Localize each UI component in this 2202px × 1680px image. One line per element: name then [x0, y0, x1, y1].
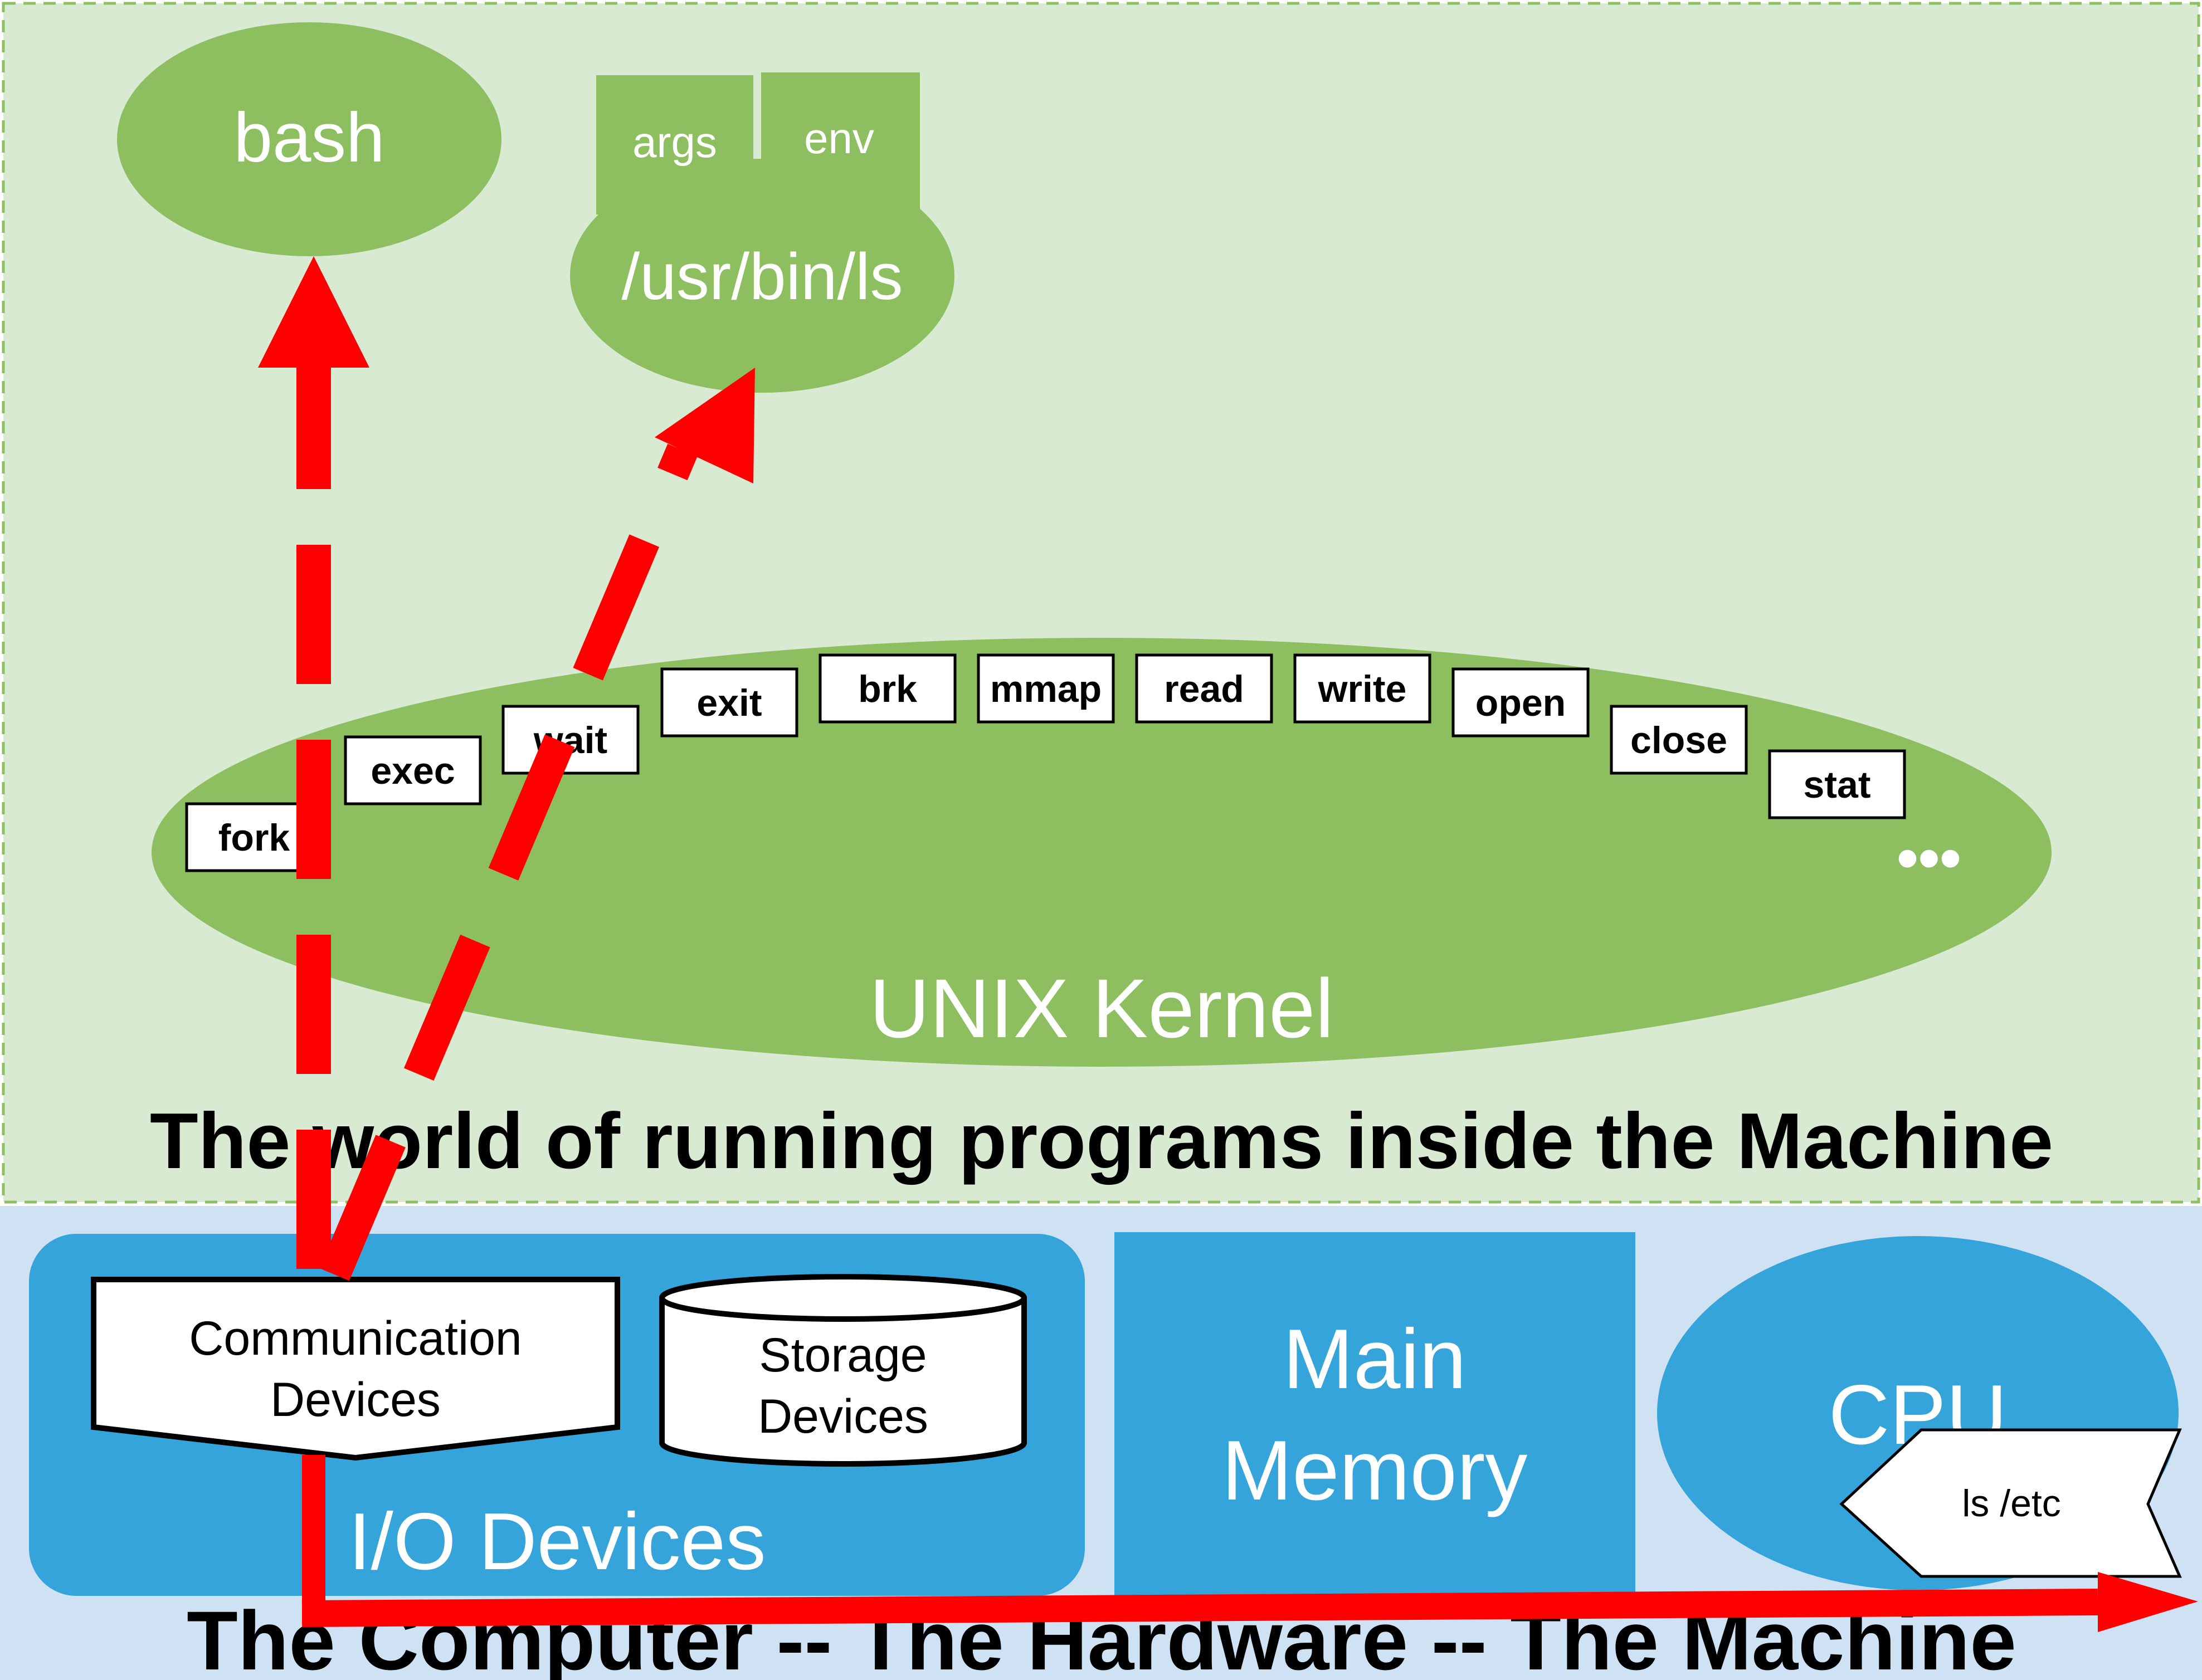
syscall-list: fork exec wait exit brk mmap read write … [185, 653, 1906, 872]
communication-devices-shape [91, 1277, 620, 1461]
syscall-box-read [1135, 653, 1273, 724]
command-label: ls /etc [1962, 1482, 2061, 1525]
communication-devices-line2: Devices [270, 1373, 441, 1427]
io-devices-label: I/O Devices [348, 1496, 766, 1586]
syscall-label-read: read [1164, 668, 1244, 710]
bash-arrow-head [258, 256, 369, 368]
kernel-ellipsis: ••• [1897, 824, 1961, 892]
communication-devices-line1: Communication [189, 1312, 522, 1365]
storage-devices-cylinder [659, 1274, 1027, 1467]
syscall-label-exec: exec [371, 750, 455, 792]
syscall-label-close: close [1630, 719, 1727, 761]
args-box [596, 75, 753, 214]
program-label: /usr/bin/ls [622, 240, 903, 314]
syscall-box-stat [1768, 749, 1906, 819]
bash-label: bash [233, 99, 384, 177]
ls-process-ellipse [570, 159, 954, 393]
args-label: args [632, 118, 717, 167]
solid-arrow-shaft-right [301, 1589, 2098, 1627]
env-label: env [804, 114, 874, 163]
syscall-box-write [1293, 653, 1431, 724]
syscall-label-stat: stat [1804, 764, 1871, 806]
syscall-label-write: write [1318, 668, 1407, 710]
execution-flow-arrows [258, 256, 2198, 1632]
solid-arrow-head-right [2098, 1572, 2198, 1632]
syscall-label-open: open [1475, 682, 1566, 724]
kernel-label: UNIX Kernel [869, 961, 1334, 1055]
software-caption: The world of running programs inside the… [150, 1097, 2053, 1185]
ls-arrow-head [655, 368, 755, 484]
syscall-box-exit [660, 667, 798, 738]
storage-devices-line1: Storage [759, 1329, 927, 1382]
syscall-box-close [1610, 705, 1748, 775]
ls-arrow-dashes [319, 443, 698, 1281]
syscall-box-mmap [977, 653, 1115, 724]
env-box [761, 72, 920, 212]
syscall-box-exec [344, 735, 482, 805]
syscall-box-open [1451, 667, 1590, 738]
bash-process-ellipse [117, 22, 501, 256]
main-memory-box [1114, 1232, 1635, 1610]
command-shape [1839, 1428, 2182, 1578]
syscall-label-fork: fork [218, 817, 290, 859]
syscall-box-brk [819, 653, 957, 724]
main-memory-line2: Memory [1222, 1423, 1528, 1518]
syscall-box-wait [501, 705, 640, 775]
main-memory-line1: Main [1283, 1312, 1466, 1406]
storage-devices-line2: Devices [758, 1390, 928, 1443]
syscall-label-brk: brk [858, 668, 917, 710]
syscall-label-mmap: mmap [990, 668, 1102, 710]
syscall-label-exit: exit [696, 682, 762, 724]
